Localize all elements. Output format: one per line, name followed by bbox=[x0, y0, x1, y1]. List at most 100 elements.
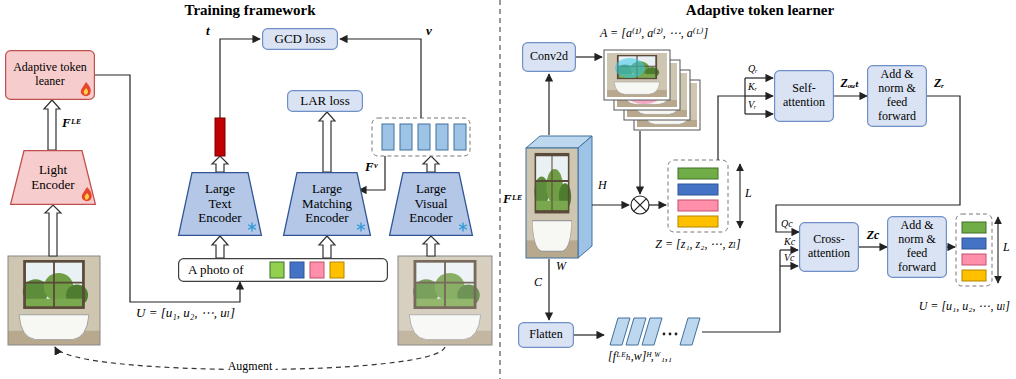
node-text: A photo of bbox=[188, 263, 244, 278]
visual-token bbox=[454, 124, 466, 150]
hollow-arrow bbox=[45, 205, 61, 256]
feature-formula: [fᴸᴱₕ,w]ᴴ,ᵂ₁,₁ bbox=[608, 350, 672, 364]
flame-core bbox=[84, 88, 88, 95]
length-arrow bbox=[997, 217, 998, 283]
connector bbox=[834, 95, 867, 96]
box-outline bbox=[179, 259, 388, 282]
fire-icon bbox=[82, 187, 92, 201]
node-shape bbox=[262, 28, 338, 50]
edge-label: Zc bbox=[867, 229, 880, 243]
token-bar bbox=[962, 238, 986, 249]
box-outline bbox=[288, 91, 363, 112]
layer-box: Flatten bbox=[518, 322, 574, 348]
input-photo bbox=[8, 256, 100, 345]
visual-feature-line bbox=[359, 156, 385, 190]
text-feature-line bbox=[220, 39, 260, 118]
snowflake-icon bbox=[357, 223, 365, 232]
flow-arrow bbox=[548, 74, 549, 135]
node-text: LAR loss bbox=[300, 94, 349, 109]
prompt-token bbox=[290, 262, 304, 278]
frozen-encoder: Large Text Encoder bbox=[178, 172, 262, 236]
node-shape bbox=[867, 65, 927, 127]
feature-symbol: Fᴸᴱ bbox=[62, 116, 80, 131]
node-text: Conv2d bbox=[530, 50, 568, 64]
fire-icon bbox=[81, 82, 91, 96]
node-text: Large Visual Encoder bbox=[407, 182, 455, 227]
multiply-symbol bbox=[634, 199, 647, 212]
attention-map bbox=[604, 50, 670, 100]
multiply-symbol bbox=[631, 196, 649, 214]
input-label: Qc bbox=[781, 218, 793, 230]
flow-line bbox=[718, 96, 745, 160]
trapezoid-outline bbox=[11, 151, 96, 205]
panel-heading: Adaptive token learner bbox=[686, 2, 834, 19]
hollow-arrow bbox=[319, 236, 335, 258]
snowflake-arm bbox=[360, 223, 361, 232]
node-shape bbox=[887, 216, 947, 278]
attention-formula: A = [a⁽¹⁾, a⁽²⁾, ⋯, a⁽ᴸ⁾] bbox=[600, 27, 708, 41]
node-shape bbox=[5, 50, 95, 100]
layer-box: Self-attention bbox=[774, 70, 834, 122]
input-label: Vc bbox=[784, 252, 795, 264]
hollow-arrow bbox=[44, 100, 60, 150]
snowflake-arm bbox=[248, 225, 256, 230]
flame bbox=[81, 82, 91, 96]
feature-cube-side bbox=[578, 136, 592, 258]
panel-heading: Training framework bbox=[185, 2, 316, 19]
dimension-label: W bbox=[556, 260, 566, 274]
flow-arrow bbox=[780, 265, 798, 266]
snowflake-arm bbox=[462, 223, 463, 232]
box-outline bbox=[775, 71, 834, 122]
box-outline bbox=[888, 217, 947, 278]
flow-arrow bbox=[780, 249, 798, 250]
ellipsis-dot bbox=[675, 333, 678, 336]
ellipsis-dot bbox=[669, 333, 672, 336]
token-bar bbox=[962, 254, 986, 265]
photo-tint bbox=[398, 256, 492, 345]
feature-vector bbox=[642, 318, 662, 345]
token-formula: U = [u₁, u₂, ⋯, uₗ] bbox=[919, 300, 1010, 314]
text-token bbox=[215, 118, 225, 156]
layer-box: Add & norm & feed forward bbox=[867, 65, 927, 127]
box-outline bbox=[800, 223, 859, 272]
token-bar bbox=[678, 184, 718, 195]
hollow-arrow bbox=[423, 156, 439, 172]
input-label: Kᵣ bbox=[748, 81, 757, 93]
input-label: Vᵣ bbox=[748, 99, 757, 111]
augmented-photo bbox=[398, 256, 492, 345]
snowflake-icon bbox=[459, 223, 467, 232]
node-shape bbox=[10, 150, 96, 205]
map-image bbox=[607, 53, 667, 97]
prompt-token bbox=[310, 262, 324, 278]
prompt-token bbox=[330, 262, 344, 278]
node-shape bbox=[178, 172, 262, 236]
dimension-label: L bbox=[745, 187, 752, 201]
ellipsis-dot bbox=[663, 333, 666, 336]
flow-line bbox=[702, 250, 780, 332]
connector bbox=[95, 75, 240, 302]
layer-box: Add & norm & feed forward bbox=[887, 216, 947, 278]
trainable-module: Adaptive token leaner bbox=[5, 50, 95, 100]
feature-cube-border bbox=[526, 148, 578, 258]
token-bar bbox=[678, 216, 718, 227]
flow-arrow bbox=[592, 204, 629, 205]
token-bar bbox=[678, 168, 718, 179]
loss-box: GCD loss bbox=[262, 28, 338, 50]
loss-box: LAR loss bbox=[287, 90, 363, 112]
input-label: Qᵣ bbox=[748, 63, 758, 75]
node-text: Adaptive token leaner bbox=[8, 61, 92, 89]
node-shape bbox=[178, 258, 388, 282]
multiply-symbol bbox=[634, 199, 647, 212]
flow-arrow bbox=[649, 204, 666, 205]
trapezoid-outline bbox=[179, 173, 262, 236]
token-formula: Z = [z₁, z₂, ⋯, zₗ] bbox=[655, 238, 740, 252]
connector bbox=[776, 96, 960, 232]
flame-core bbox=[85, 193, 89, 200]
snowflake-arm bbox=[459, 225, 467, 230]
layer-box: Conv2d bbox=[522, 42, 576, 72]
visual-token bbox=[436, 124, 448, 150]
dimension-label: L bbox=[1003, 241, 1010, 255]
snowflake-arm bbox=[251, 223, 252, 232]
